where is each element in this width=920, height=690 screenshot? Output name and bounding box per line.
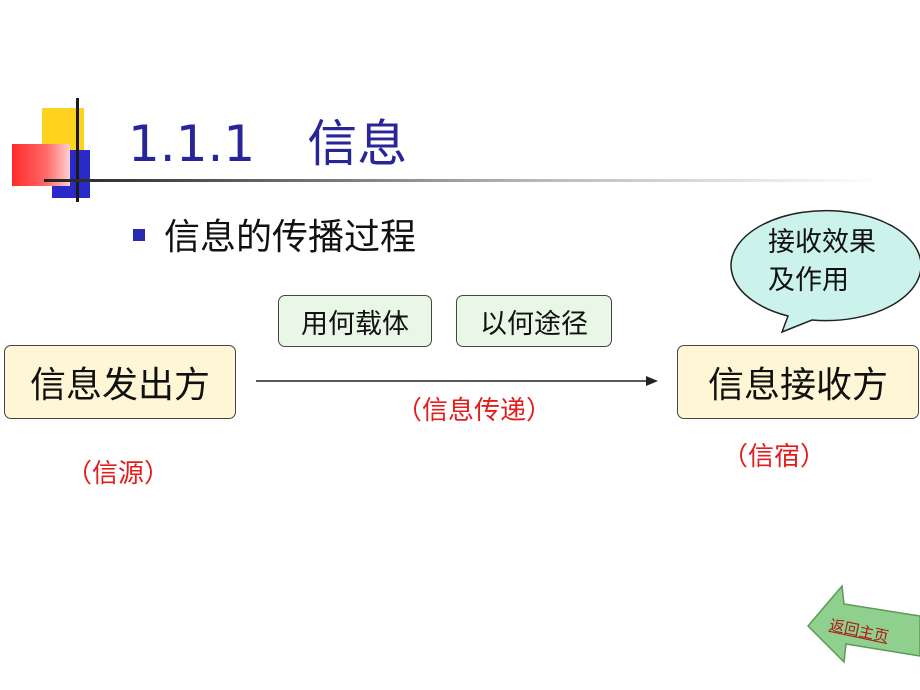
- bubble-line-2: 及作用: [768, 265, 849, 296]
- route-box: 以何途径: [456, 295, 612, 347]
- source-label: （信源）: [66, 459, 171, 489]
- sender-box: 信息发出方: [4, 345, 236, 419]
- title-underline: [44, 179, 884, 182]
- receiver-box: 信息接收方: [677, 345, 919, 419]
- title-number: 1.1.1: [128, 115, 256, 173]
- transmission-label: （信息传递）: [396, 396, 553, 426]
- slide-title: 1.1.1 信息: [128, 104, 407, 176]
- transmission-arrow: [256, 376, 658, 386]
- back-arrow-icon: [806, 584, 920, 664]
- home-button[interactable]: [804, 582, 920, 664]
- title-text: 信息: [307, 115, 408, 173]
- carrier-box: 用何载体: [278, 295, 432, 347]
- bubble-text: 接收效果 及作用: [768, 224, 876, 300]
- bullet-text: 信息的传播过程: [164, 217, 417, 258]
- bubble-line-1: 接收效果: [768, 227, 876, 258]
- logo-vertical-line: [76, 98, 79, 202]
- bullet-square-icon: [133, 229, 145, 241]
- sink-label: （信宿）: [722, 442, 827, 472]
- speech-bubble: [730, 209, 920, 334]
- speech-bubble-shape: [730, 209, 920, 334]
